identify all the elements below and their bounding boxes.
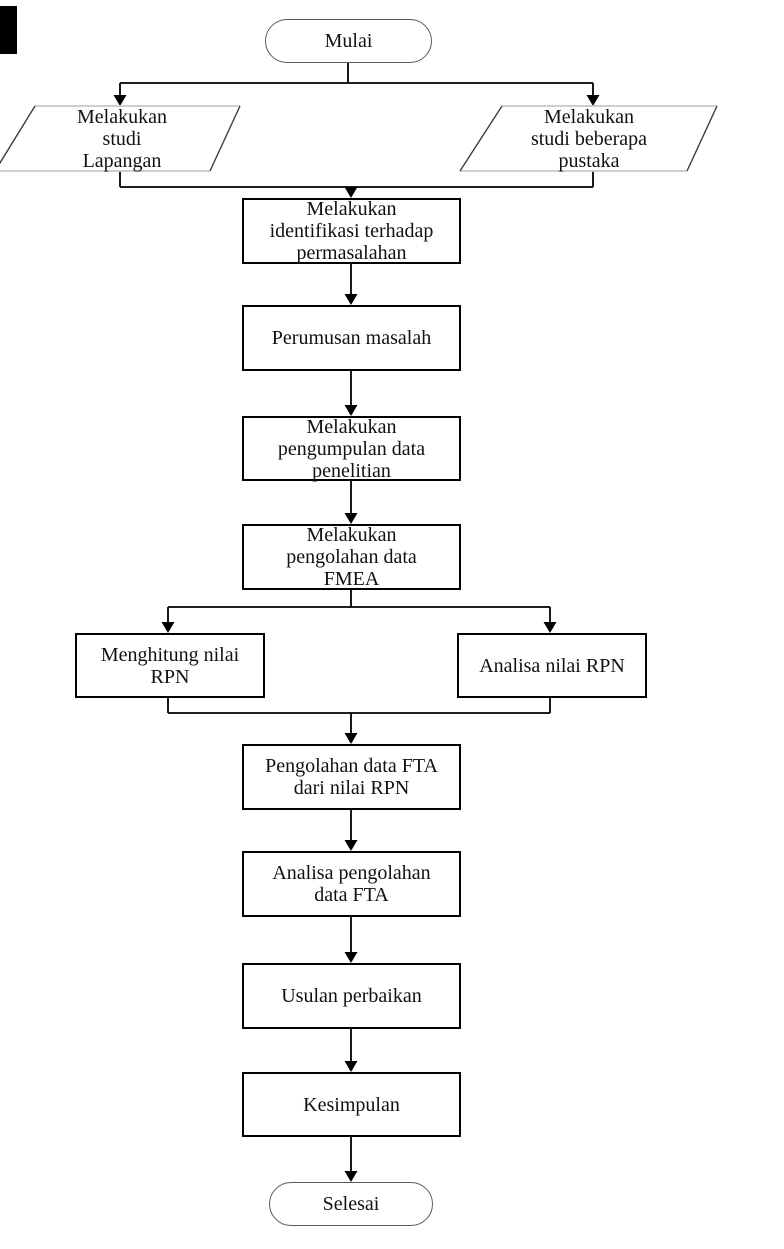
node-fmea-processing: Melakukan pengolahan data FMEA [242, 524, 461, 590]
node-rpn-analysis: Analisa nilai RPN [457, 633, 647, 698]
node-end: Selesai [269, 1182, 433, 1226]
node-improvement: Usulan perbaikan [242, 963, 461, 1029]
arrowhead-improvement [344, 952, 358, 963]
arrowhead-fmea [344, 513, 358, 524]
node-fta-processing: Pengolahan data FTA dari nilai RPN [242, 744, 461, 810]
arrowhead-fta-analysis [344, 840, 358, 851]
arrowhead-field-study [113, 95, 127, 106]
node-field-study: Melakukan studi Lapangan [77, 105, 167, 172]
arrowhead-identification [344, 187, 358, 198]
arrowhead-end [344, 1171, 358, 1182]
arrowhead-fta-processing [344, 733, 358, 744]
node-literature-study: Melakukan studi beberapa pustaka [530, 105, 648, 172]
arrowhead-collection [344, 405, 358, 416]
arrowhead-formulation [344, 294, 358, 305]
arrowhead-conclusion [344, 1061, 358, 1072]
arrowheads [113, 95, 600, 1182]
arrowhead-literature-study [586, 95, 600, 106]
node-fta-analysis: Analisa pengolahan data FTA [242, 851, 461, 917]
node-rpn-calculation: Menghitung nilai RPN [75, 633, 265, 698]
node-identification: Melakukan identifikasi terhadap permasal… [242, 198, 461, 264]
node-start: Mulai [265, 19, 432, 63]
node-data-collection: Melakukan pengumpulan data penelitian [242, 416, 461, 482]
parallelogram-field-study-shape [0, 105, 241, 172]
parallelogram-literature-study-shape [459, 105, 718, 172]
page-edge-mark [0, 6, 17, 54]
arrowhead-rpn-analysis [543, 622, 557, 633]
node-problem-formulation: Perumusan masalah [242, 305, 461, 371]
arrowhead-rpn-calculation [161, 622, 175, 633]
connector-lines [119, 63, 594, 1172]
node-conclusion: Kesimpulan [242, 1072, 461, 1137]
